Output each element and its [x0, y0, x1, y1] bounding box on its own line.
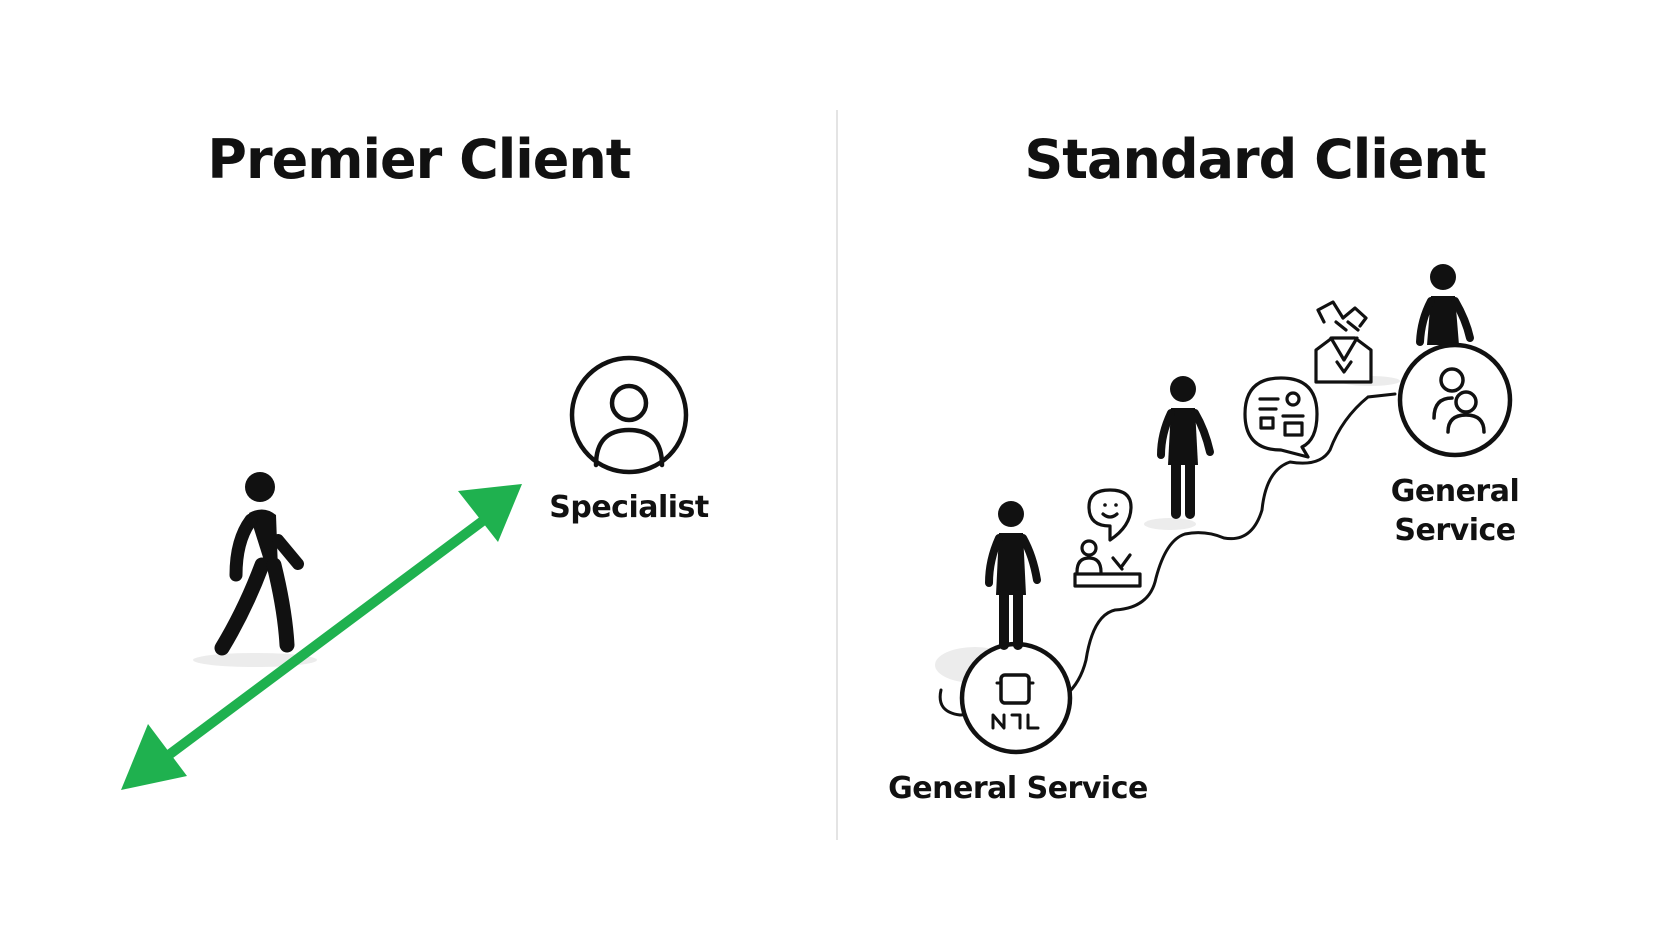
general-service-top-label: General Service [1390, 474, 1520, 548]
standing-person-icon-2 [1157, 376, 1214, 519]
panel-divider [836, 110, 838, 840]
direct-access-arrow [121, 484, 522, 790]
handshake-icon [1314, 300, 1373, 384]
user-circle-icon [569, 355, 689, 475]
standing-person-icon [985, 501, 1041, 650]
chat-document-icon [1243, 376, 1319, 459]
walking-person-icon [214, 472, 304, 656]
standing-person-icon-3 [1416, 264, 1474, 346]
premier-panel [121, 355, 689, 790]
group-icon [1397, 342, 1513, 458]
step-shadow-2 [1144, 518, 1196, 530]
standard-panel [935, 264, 1513, 755]
specialist-label: Specialist [549, 490, 709, 525]
premier-client-title: Premier Client [207, 128, 631, 191]
general-service-bottom-label: General Service [888, 771, 1148, 806]
robot-icon [959, 641, 1073, 755]
location-person-icon [1073, 488, 1142, 588]
standard-client-title: Standard Client [1024, 128, 1486, 191]
